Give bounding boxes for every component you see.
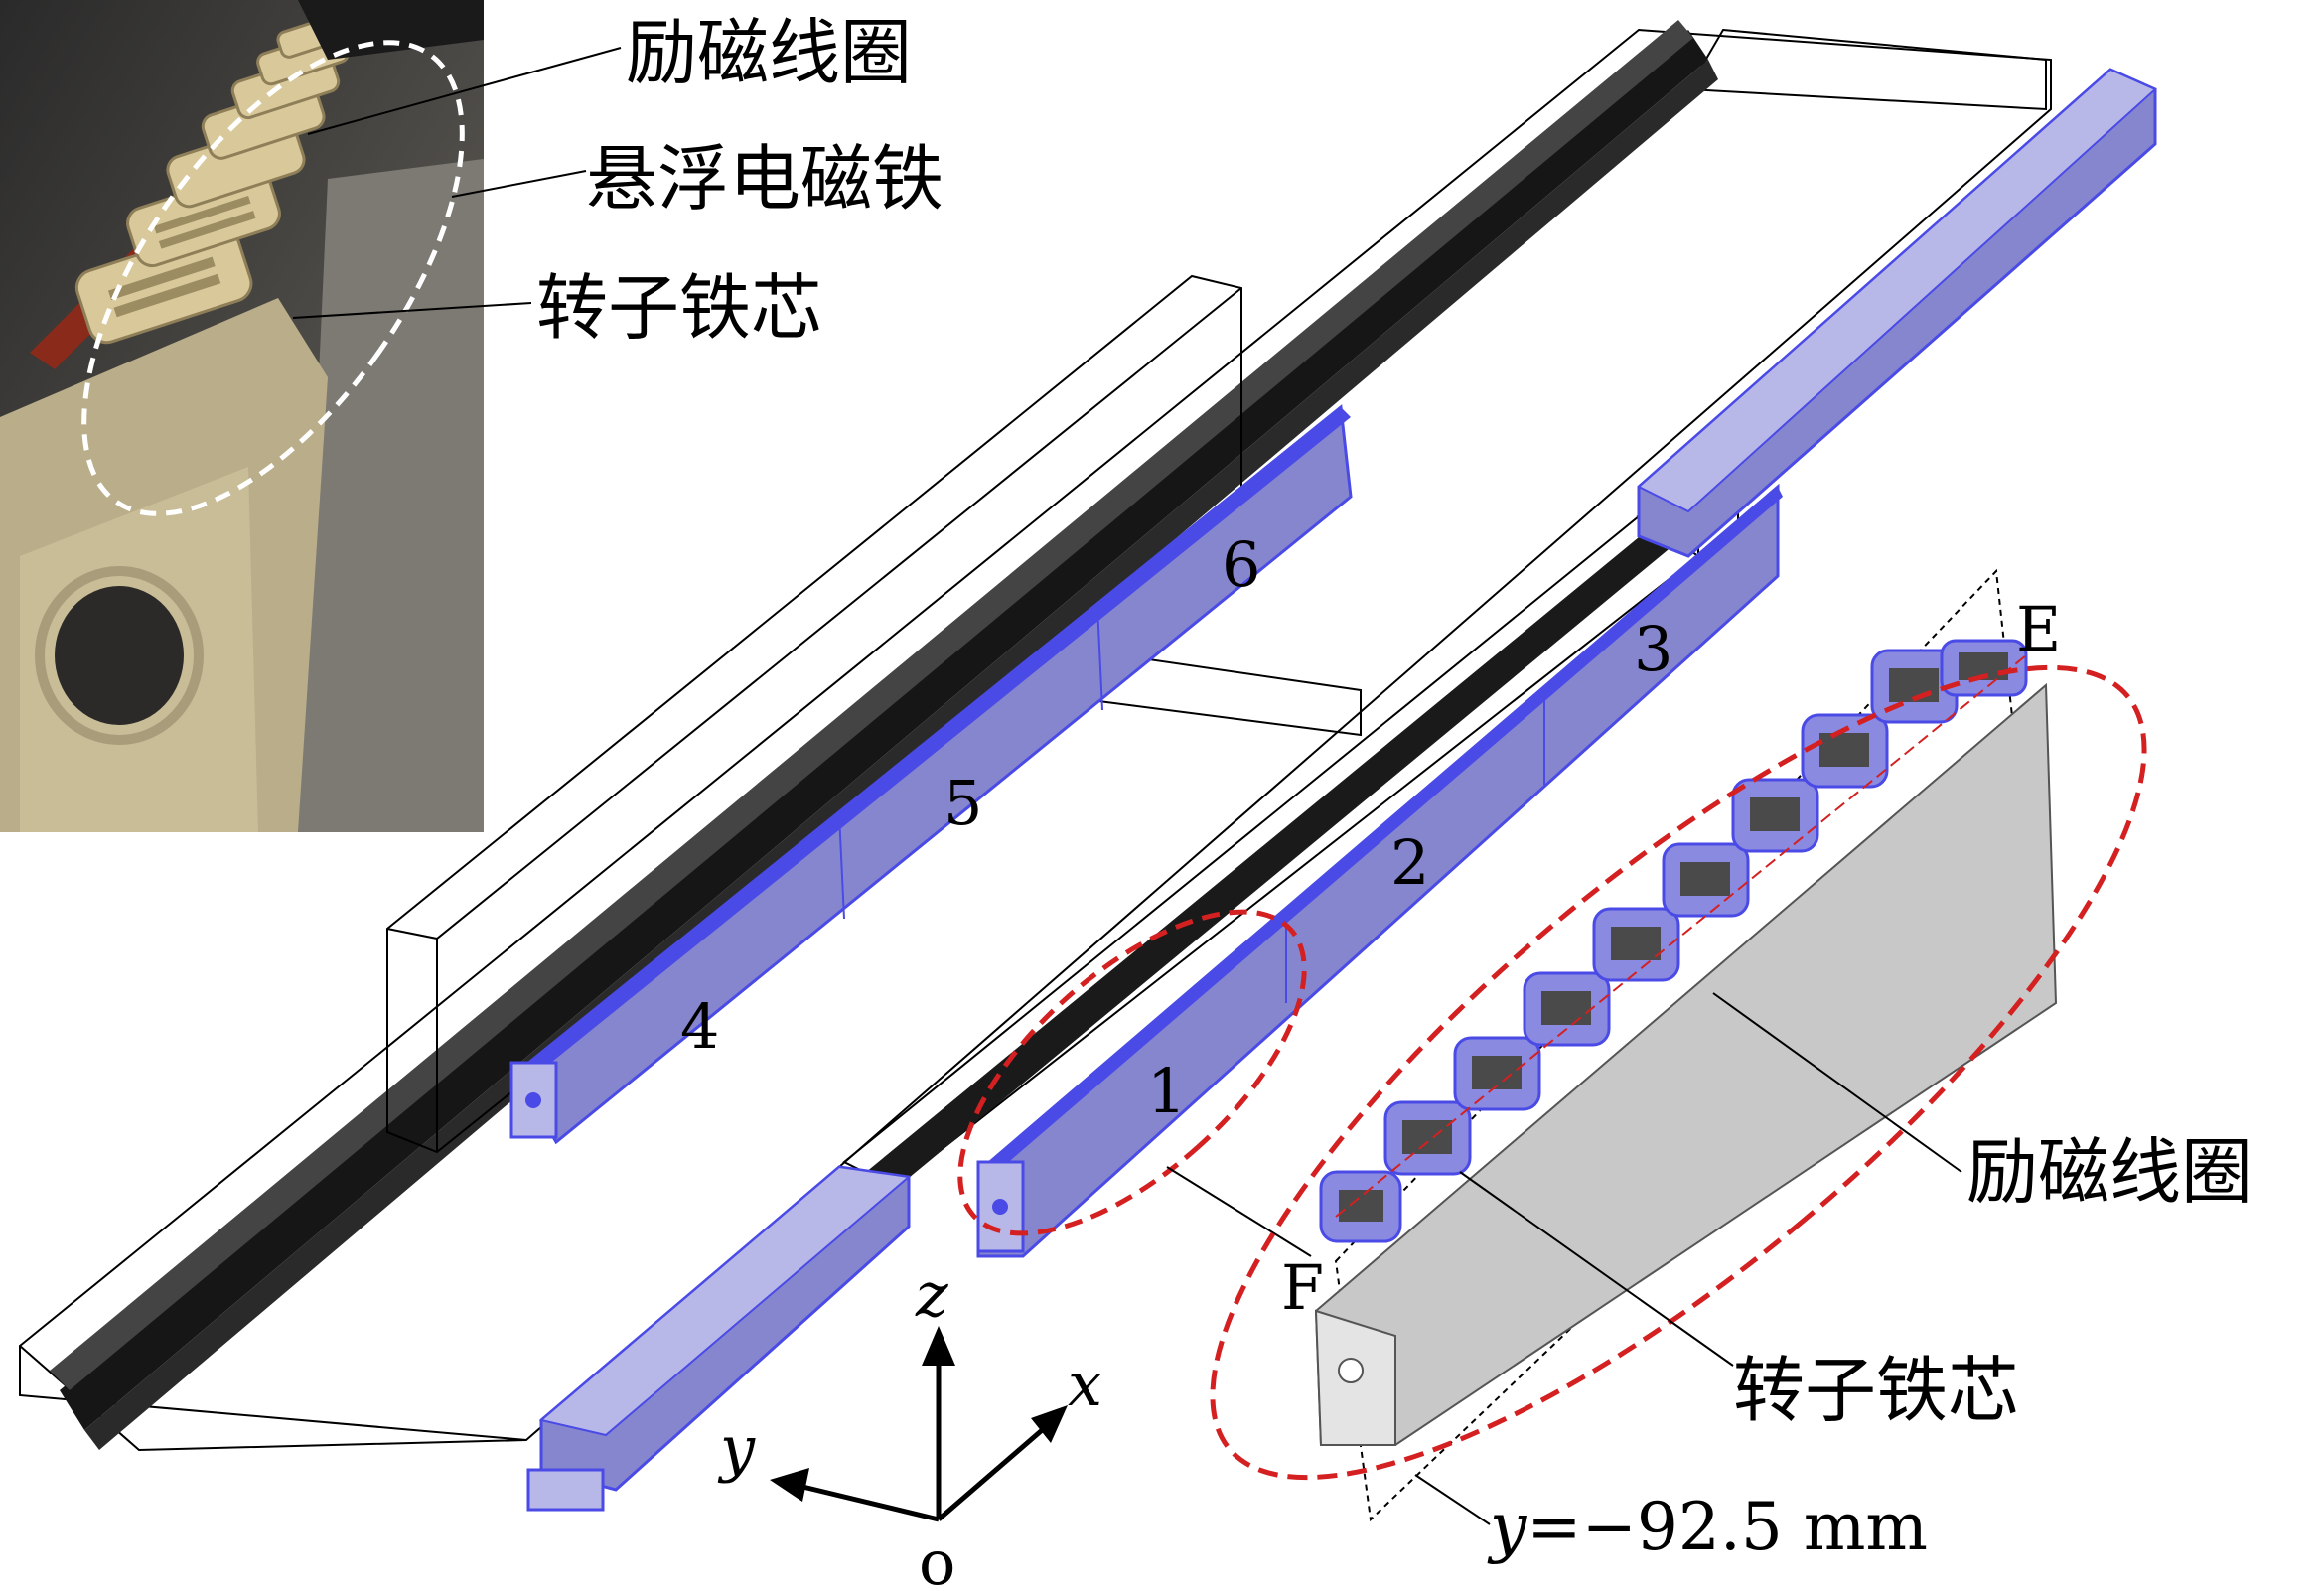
photo-label-levitation-magnet: 悬浮电磁铁 [586,137,944,220]
y-position-value: =−92.5 mm [1526,1489,1928,1565]
detail-label-excitation-coil: 励磁线圈 [1966,1130,2252,1214]
detail-label-rotor-core: 转子铁芯 [1733,1349,2019,1432]
axis-origin-label: o [919,1526,955,1591]
magnet-number-6: 6 [1222,528,1260,601]
right-rail [854,497,1708,1207]
axis-z-label: z [915,1258,948,1331]
magnet-number-2: 2 [1390,826,1429,899]
coordinate-axes [770,1326,1068,1522]
point-e-label: E [2016,593,2061,665]
magnet-number-3: 3 [1634,613,1672,685]
detail-coils [1319,639,2028,1243]
photo-label-excitation-coil: 励磁线圈 [626,11,912,94]
photo-highlight-ellipse [81,40,465,516]
axis-x-label: x [1068,1348,1102,1420]
inset-photo [0,0,484,832]
axis-y-label: y [717,1412,756,1485]
magnet-number-5: 5 [944,767,982,839]
detail-highlight [1210,664,2147,1481]
magnet-detail [1314,568,2058,1522]
y-position-label: y=−92.5 mm [1487,1489,1928,1565]
magnet-1-highlight [957,909,1307,1236]
y-position-var: y [1487,1489,1527,1565]
left-rail [60,30,1708,1430]
photo-label-rotor-core: 转子铁芯 [536,266,822,350]
track-assembly [19,20,2157,1512]
magnet-number-1: 1 [1147,1055,1186,1127]
point-f-label: F [1281,1251,1324,1324]
magnet-number-4: 4 [680,990,719,1063]
